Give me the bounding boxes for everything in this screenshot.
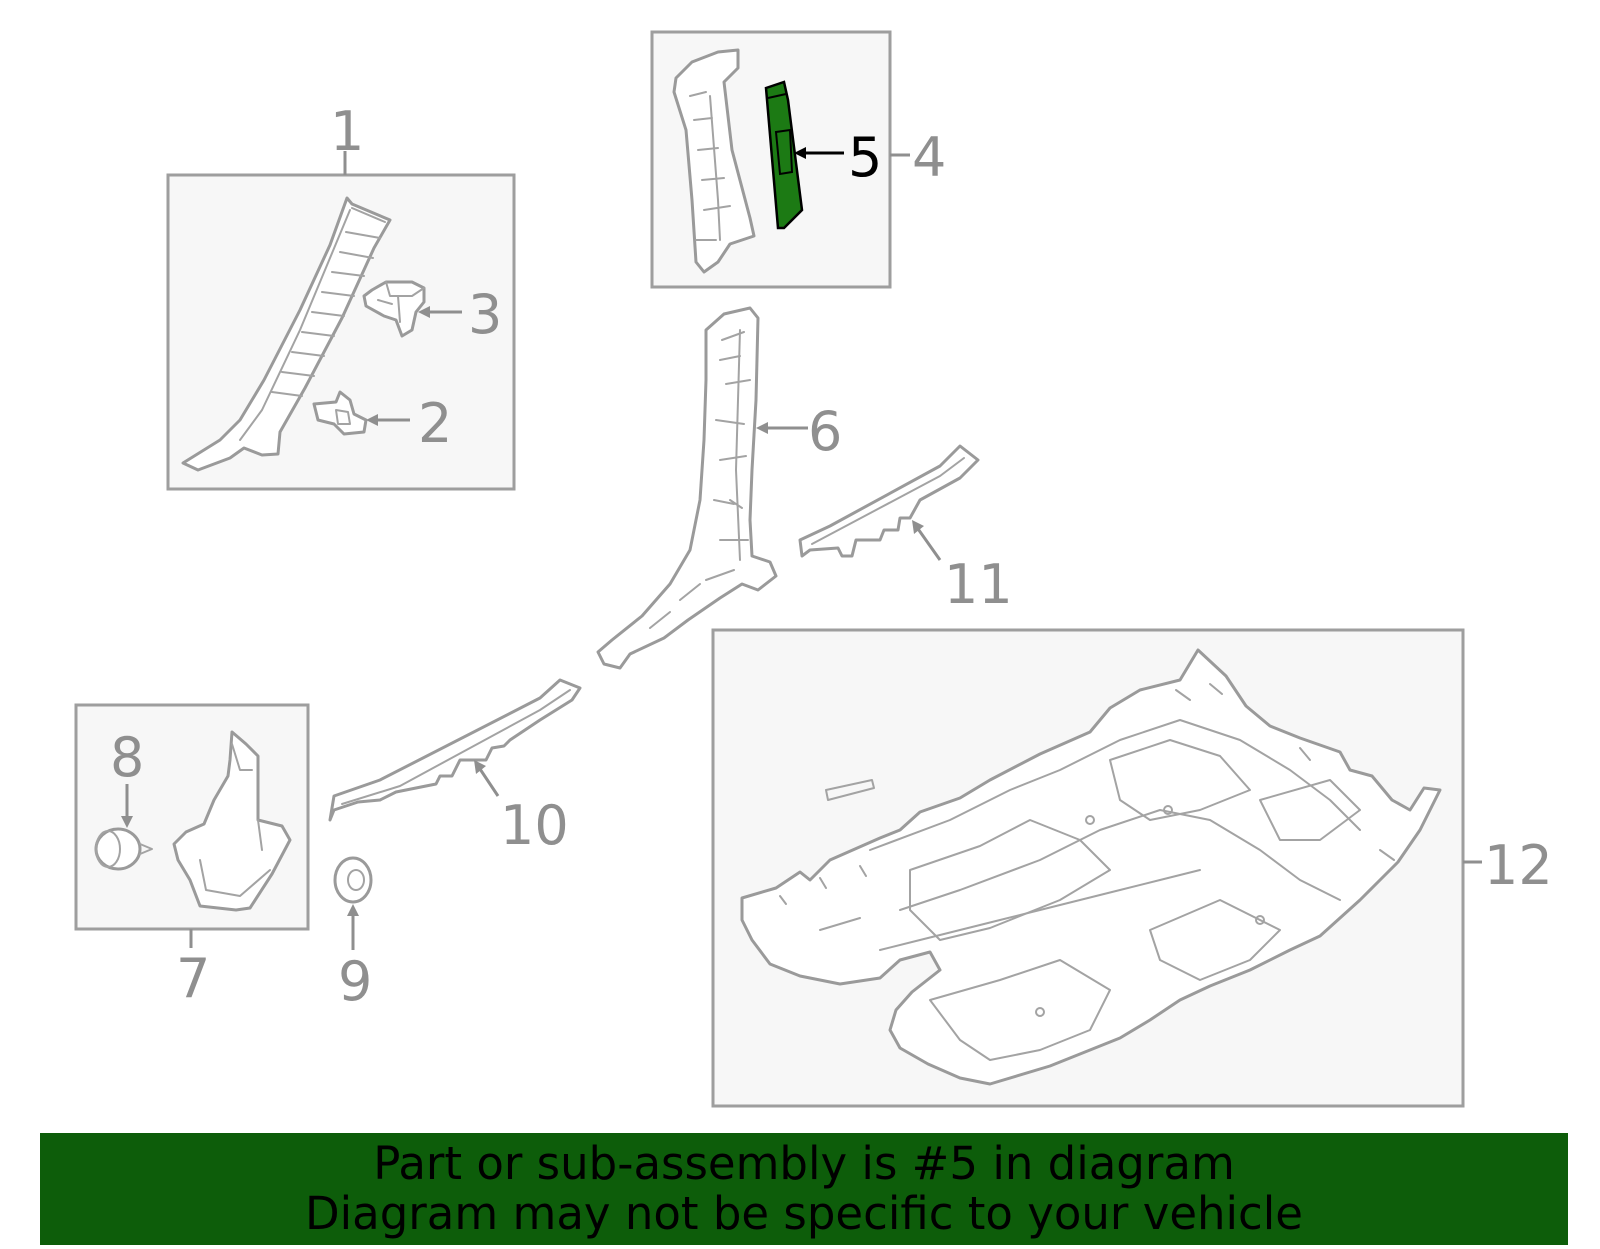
push-clip-part-8-pin — [139, 843, 153, 855]
highlighted-part-5-detail — [767, 93, 794, 176]
callout-6: 6 — [808, 400, 842, 463]
nut-part-9-hole — [347, 869, 365, 891]
a-pillar-trim-ribs — [239, 207, 386, 441]
a-pillar-trim-part-1 — [181, 196, 392, 472]
callout-2-arrowhead — [366, 414, 378, 426]
callout-11-arrowhead — [912, 520, 924, 534]
bracket-part-2-detail — [335, 409, 351, 425]
floor-carpet-crossmember — [819, 779, 1201, 951]
scuff-plate-part-10 — [328, 678, 582, 822]
group-1: 1 3 2 — [166, 100, 516, 491]
floor-carpet-rear-left — [929, 959, 1111, 1061]
info-banner: Part or sub-assembly is #5 in diagram Di… — [40, 1133, 1568, 1245]
callout-9-arrowhead — [347, 904, 359, 916]
kick-panel-detail — [199, 743, 271, 897]
part-10: 10 — [328, 678, 582, 857]
push-clip-part-8 — [94, 827, 142, 871]
callout-3: 3 — [468, 283, 502, 346]
callout-8: 8 — [110, 726, 144, 789]
callout-11-leader — [914, 525, 942, 561]
callout-5: 5 — [848, 126, 882, 189]
part-9: 9 — [333, 856, 373, 1013]
callout-4: 4 — [912, 126, 946, 189]
part-11: 11 — [798, 444, 1013, 616]
callout-2: 2 — [418, 392, 452, 455]
callout-8-arrowhead — [121, 816, 133, 828]
floor-carpet-hole-1 — [1085, 815, 1095, 825]
lower-pillar-trim-detail — [649, 329, 751, 629]
clip-part-3-detail — [377, 281, 425, 323]
callout-1: 1 — [330, 100, 364, 163]
floor-carpet-hole-4 — [1163, 805, 1173, 815]
floor-carpet-hole-3 — [1035, 1007, 1045, 1017]
part-6: 6 — [596, 306, 842, 670]
group-box-7 — [74, 703, 310, 931]
callout-5-arrowhead — [794, 147, 806, 159]
callout-10: 10 — [500, 794, 569, 857]
callout-12: 12 — [1484, 834, 1553, 897]
floor-carpet-edge-notches — [779, 683, 1395, 905]
callout-10-arrowhead — [474, 760, 486, 774]
banner-line-1: Part or sub-assembly is #5 in diagram — [373, 1137, 1235, 1190]
nut-part-9 — [333, 856, 373, 904]
floor-carpet-rear-right — [1149, 899, 1281, 981]
lower-pillar-trim-part-6 — [596, 306, 778, 670]
group-12: 12 — [711, 628, 1553, 1108]
callout-3-arrowhead — [418, 306, 430, 318]
scuff-plate-part-11 — [798, 444, 980, 558]
floor-carpet-front-left — [909, 819, 1111, 941]
group-4: 4 5 — [650, 30, 946, 289]
floor-carpet-hole-2 — [1255, 915, 1265, 925]
callout-10-leader — [476, 765, 500, 797]
highlighted-part-5 — [764, 80, 804, 230]
push-clip-part-8-head — [95, 830, 121, 868]
floor-carpet-front-right — [1109, 739, 1361, 841]
callout-6-arrowhead — [756, 422, 768, 434]
callout-7: 7 — [176, 947, 210, 1010]
upper-pillar-trim-ribs — [689, 91, 731, 241]
callout-11: 11 — [944, 553, 1013, 616]
banner-line-2: Diagram may not be specific to your vehi… — [305, 1187, 1303, 1240]
floor-carpet — [740, 648, 1442, 1086]
scuff-plate-part-10-edge — [341, 689, 571, 805]
scuff-plate-part-11-edge — [811, 457, 965, 545]
callout-9: 9 — [338, 950, 372, 1013]
group-7: 7 8 — [74, 703, 310, 1010]
